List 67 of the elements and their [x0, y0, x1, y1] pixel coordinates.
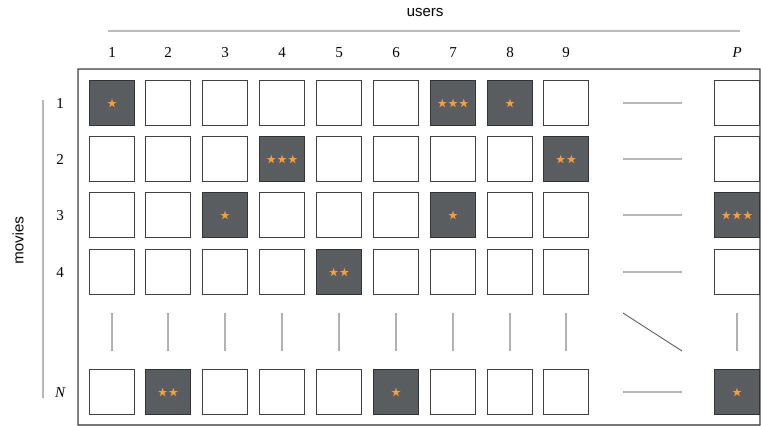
rated-cell: ★ — [714, 368, 760, 415]
empty-cell — [316, 136, 362, 182]
column-number: 6 — [392, 46, 400, 58]
empty-cell — [487, 249, 533, 295]
empty-cell — [316, 192, 362, 238]
empty-cell — [89, 249, 135, 295]
empty-cell — [373, 249, 419, 295]
column-number: 8 — [506, 46, 514, 58]
row-number: 4 — [56, 267, 64, 277]
empty-cell — [259, 249, 305, 295]
empty-cell — [145, 80, 191, 126]
rated-cell: ★★★ — [259, 136, 305, 182]
empty-cell — [89, 192, 135, 238]
empty-cell — [714, 80, 760, 126]
rated-cell: ★★★ — [714, 192, 760, 238]
column-number: 3 — [222, 46, 228, 58]
empty-cell — [487, 192, 533, 238]
rated-cell: ★★★ — [430, 80, 476, 126]
column-number: 9 — [562, 46, 570, 58]
empty-cell — [202, 80, 248, 126]
column-number: 5 — [336, 47, 342, 57]
empty-cell — [89, 136, 135, 182]
empty-cell — [259, 368, 305, 415]
rated-cell: ★ — [487, 80, 533, 126]
column-number: 2 — [164, 47, 171, 57]
empty-cell — [714, 249, 760, 295]
rated-cell: ★ — [430, 192, 476, 238]
empty-cell — [373, 80, 419, 126]
empty-cell — [145, 192, 191, 238]
empty-cell — [316, 80, 362, 126]
rated-cell: ★★ — [543, 136, 589, 182]
empty-cell — [543, 368, 589, 415]
empty-cell — [202, 249, 248, 295]
empty-cell — [373, 192, 419, 238]
rated-cell: ★ — [89, 80, 135, 126]
empty-cell — [202, 136, 248, 182]
row-number: 3 — [56, 210, 64, 220]
column-number: 4 — [278, 47, 286, 57]
rated-cell: ★★ — [145, 368, 191, 415]
empty-cell — [543, 192, 589, 238]
row-number: N — [54, 387, 66, 397]
column-number: 7 — [450, 47, 456, 57]
rated-cell: ★ — [202, 192, 248, 238]
column-number: P — [732, 47, 742, 57]
empty-cell — [430, 136, 476, 182]
empty-cell — [487, 136, 533, 182]
empty-cell — [373, 136, 419, 182]
row-number: 1 — [58, 98, 63, 108]
axis-title: movies — [12, 216, 24, 263]
empty-cell — [543, 249, 589, 295]
empty-cell — [714, 136, 760, 182]
empty-cell — [430, 249, 476, 295]
empty-cell — [259, 192, 305, 238]
empty-cell — [202, 368, 248, 415]
empty-cell — [543, 80, 589, 126]
row-number: 2 — [56, 154, 63, 164]
empty-cell — [316, 368, 362, 415]
empty-cell — [259, 80, 305, 126]
axis-title: users — [408, 8, 443, 16]
empty-cell — [487, 368, 533, 415]
rated-cell: ★ — [373, 368, 419, 415]
empty-cell — [89, 368, 135, 415]
column-number: 1 — [110, 47, 115, 57]
empty-cell — [145, 136, 191, 182]
empty-cell — [145, 249, 191, 295]
empty-cell — [430, 368, 476, 415]
rated-cell: ★★ — [316, 249, 362, 295]
